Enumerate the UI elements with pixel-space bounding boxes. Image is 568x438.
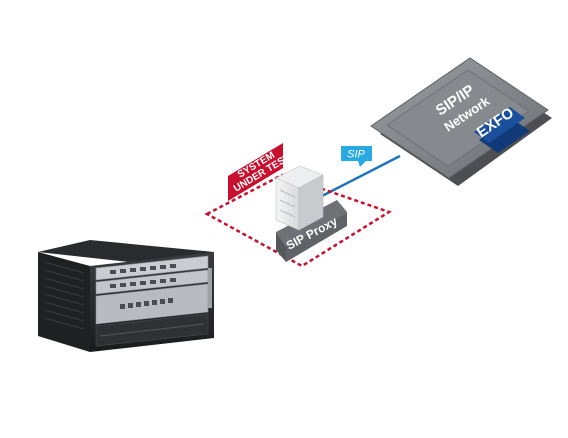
server-icon [275, 165, 324, 231]
sip-tag-label: SIP [347, 149, 365, 161]
sip-link-line [319, 154, 401, 199]
test-equipment-chassis-image [38, 240, 214, 352]
system-under-test-boundary [204, 173, 392, 268]
sip-ip-network-node: SIP/IP Network EXFO [370, 57, 552, 186]
sip-proxy-node: SIP Proxy [275, 165, 347, 262]
sip-protocol-tag: SIP [341, 146, 372, 167]
chassis-vent [43, 261, 85, 330]
